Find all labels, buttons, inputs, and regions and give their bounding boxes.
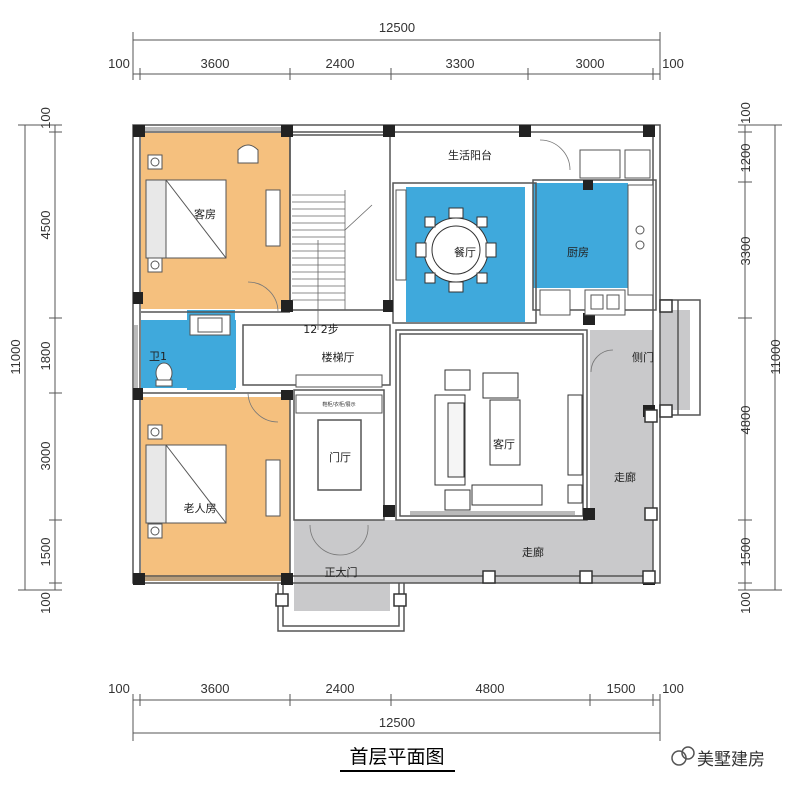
side-porch-floor bbox=[660, 310, 690, 410]
dim-top-seg: 2400 bbox=[326, 56, 355, 71]
dim-left-seg: 100 bbox=[38, 107, 53, 129]
stove-icon bbox=[539, 149, 654, 316]
columns bbox=[133, 125, 655, 585]
kitchen-floor bbox=[533, 183, 628, 288]
dim-bottom-seg: 2400 bbox=[326, 681, 355, 696]
label-corridor-right: 走廊 bbox=[614, 470, 636, 484]
dim-bottom-seg: 4800 bbox=[476, 681, 505, 696]
label-guest-room: 客房 bbox=[194, 207, 216, 221]
sink-icon bbox=[189, 314, 231, 336]
main-door-floor bbox=[294, 583, 390, 611]
door-swing-icon bbox=[247, 139, 614, 556]
dim-right-total: 11000 bbox=[768, 339, 783, 374]
label-foyer: 门厅 bbox=[329, 450, 351, 464]
dim-right-seg: 100 bbox=[738, 102, 753, 124]
corridor-piers bbox=[275, 299, 673, 607]
dim-bottom-seg: 100 bbox=[662, 681, 684, 696]
dim-right-seg: 1500 bbox=[738, 538, 753, 567]
dim-bottom-seg: 100 bbox=[108, 681, 130, 696]
dim-top-seg: 3600 bbox=[201, 56, 230, 71]
room-fills bbox=[141, 133, 690, 611]
sofa-icon bbox=[434, 369, 583, 511]
dim-bottom-seg: 1500 bbox=[607, 681, 636, 696]
label-kitchen: 厨房 bbox=[567, 246, 589, 259]
dim-top-seg: 100 bbox=[108, 56, 130, 71]
label-corridor-bottom: 走廊 bbox=[522, 545, 544, 559]
dim-top-seg: 100 bbox=[662, 56, 684, 71]
bed-icon bbox=[145, 154, 227, 273]
label-utility-balcony: 生活阳台 bbox=[448, 148, 492, 162]
walls bbox=[132, 124, 701, 632]
windows bbox=[134, 127, 575, 581]
bed-icon bbox=[145, 424, 227, 539]
dimension-lines bbox=[18, 32, 782, 741]
sideboard bbox=[395, 189, 407, 281]
dim-left-seg: 100 bbox=[38, 592, 53, 614]
shoe-cabinet bbox=[295, 394, 383, 414]
label-dining: 餐厅 bbox=[454, 245, 476, 259]
dim-top-seg: 3000 bbox=[576, 56, 605, 71]
stair-hall-cabinet bbox=[295, 374, 383, 388]
dim-right-seg: 1200 bbox=[738, 144, 753, 173]
dim-bottom-seg: 3600 bbox=[201, 681, 230, 696]
label-elder-room: 老人房 bbox=[184, 502, 217, 515]
label-cabinet: 鞋柜/衣柜/展示 bbox=[322, 401, 355, 408]
dim-left-seg: 1800 bbox=[38, 342, 53, 371]
dim-left-seg: 3000 bbox=[38, 442, 53, 471]
dim-left-total: 11000 bbox=[8, 339, 23, 374]
label-steps: 12 2步 bbox=[303, 323, 339, 336]
dim-bottom-total: 12500 bbox=[379, 715, 415, 730]
drawing-title: 首层平面图 bbox=[349, 746, 444, 768]
dim-top-seg: 3300 bbox=[446, 56, 475, 71]
toilet-icon bbox=[155, 362, 173, 387]
dim-top-total: 12500 bbox=[379, 20, 415, 35]
watermark-text: 美墅建房 bbox=[697, 750, 765, 770]
label-side-door: 侧门 bbox=[632, 350, 654, 364]
label-bathroom: 卫1 bbox=[149, 350, 167, 363]
dining-table-icon bbox=[415, 207, 497, 293]
label-living: 客厅 bbox=[493, 437, 515, 451]
staircase bbox=[292, 190, 373, 330]
wardrobe bbox=[265, 189, 281, 247]
corridor-right-floor bbox=[590, 330, 653, 522]
dim-right-seg: 3300 bbox=[738, 237, 753, 266]
dim-left-seg: 4500 bbox=[38, 211, 53, 240]
label-main-door: 正大门 bbox=[325, 565, 358, 579]
dim-left-seg: 1500 bbox=[38, 538, 53, 567]
wardrobe bbox=[265, 459, 281, 517]
label-stair-hall: 楼梯厅 bbox=[322, 350, 355, 364]
dim-right-seg: 4800 bbox=[738, 406, 753, 435]
armchair-icon bbox=[237, 144, 259, 164]
watermark-logo-icon bbox=[671, 746, 695, 766]
dim-right-seg: 100 bbox=[738, 592, 753, 614]
